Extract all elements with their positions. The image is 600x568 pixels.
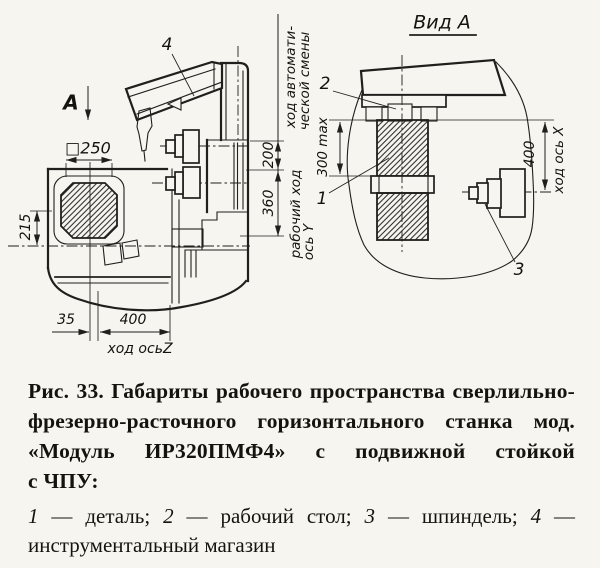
legend-num-1: 1: [28, 504, 39, 528]
break-line-right: [495, 61, 535, 229]
dim-215-label: 215: [18, 214, 34, 241]
part-label-4: 4: [162, 35, 173, 55]
dim-360-label: 360: [261, 190, 277, 217]
leader-2: [332, 90, 397, 110]
legend-line-2: инструментальный магазин: [28, 533, 276, 557]
view-arrow-label: A: [61, 91, 78, 115]
legend-num-3: 3: [364, 504, 376, 528]
dim-400x-label: 400: [522, 141, 538, 168]
view-direction-a: A: [61, 86, 92, 120]
caption-line-4: с ЧПУ:: [28, 469, 99, 493]
technical-drawing: □250 215 35 400 ход осьZ 200 360 ход авт…: [8, 12, 567, 357]
caption-line-3: «Модуль ИР320ПМФ4» с подвижной стойкой: [28, 439, 575, 463]
work-stroke-label-1: рабочий ход: [288, 170, 304, 260]
legend-label-1: — деталь;: [51, 504, 151, 528]
work-stroke-label-2: ось Y: [301, 222, 317, 260]
auto-change-label-1: ход автомати-: [283, 26, 299, 129]
leader-3: [484, 203, 516, 263]
guideway-section: [171, 228, 204, 248]
view-a-title: Вид А: [413, 12, 471, 34]
dim-200-label: 200: [261, 142, 277, 169]
leader-4: [171, 53, 195, 97]
dim-400-label: 400: [120, 312, 147, 328]
legend-dash-4: —: [554, 504, 576, 528]
tool-bit: [136, 107, 153, 152]
part-label-2: 2: [320, 74, 331, 94]
work-table: [361, 94, 447, 122]
part-label-3: 3: [514, 260, 525, 280]
left-view: □250 215 35 400 ход осьZ 200 360 ход авт…: [8, 14, 317, 357]
tool-magazine: [124, 60, 224, 162]
legend-label-2: — рабочий стол;: [186, 504, 352, 528]
part-label-1: 1: [317, 189, 328, 209]
spindle-heads: [152, 129, 247, 199]
column: [171, 46, 250, 283]
view-a-dimensions: 300 max 400 ход ось X: [315, 116, 567, 194]
left-view-dimensions: □250 215 35 400 ход осьZ 200 360 ход авт…: [18, 14, 317, 357]
leader-1: [328, 157, 390, 194]
axis-x-label: ход ось X: [551, 126, 567, 195]
spindle-view-a: [462, 168, 554, 218]
legend-line-1: 1 — деталь; 2 — рабочий стол; 3 — шпинде…: [28, 502, 575, 531]
caption-line-1: Рис. 33. Габариты рабочего пространства …: [28, 379, 575, 403]
axis-z-label: ход осьZ: [106, 341, 172, 357]
legend-label-3: — шпиндель;: [387, 504, 518, 528]
dim-35-label: 35: [57, 312, 75, 328]
auto-change-label-2: ческой смены: [297, 31, 313, 130]
dim-250-label: □250: [65, 139, 111, 158]
legend-num-2: 2: [163, 504, 174, 528]
break-line-left: [346, 89, 533, 280]
figure-caption: Рис. 33. Габариты рабочего пространства …: [28, 376, 575, 496]
legend-num-4: 4: [530, 504, 542, 528]
bed-box: [359, 58, 507, 97]
dim-300max-label: 300 max: [315, 116, 331, 176]
caption-line-2: фрезерно-расточного горизонтального стан…: [28, 409, 575, 433]
view-a: Вид А: [315, 12, 567, 281]
figure-legend: 1 — деталь; 2 — рабочий стол; 3 — шпинде…: [28, 502, 575, 560]
workpiece-left-view: [53, 175, 140, 266]
workpiece-view-a: [370, 119, 435, 241]
